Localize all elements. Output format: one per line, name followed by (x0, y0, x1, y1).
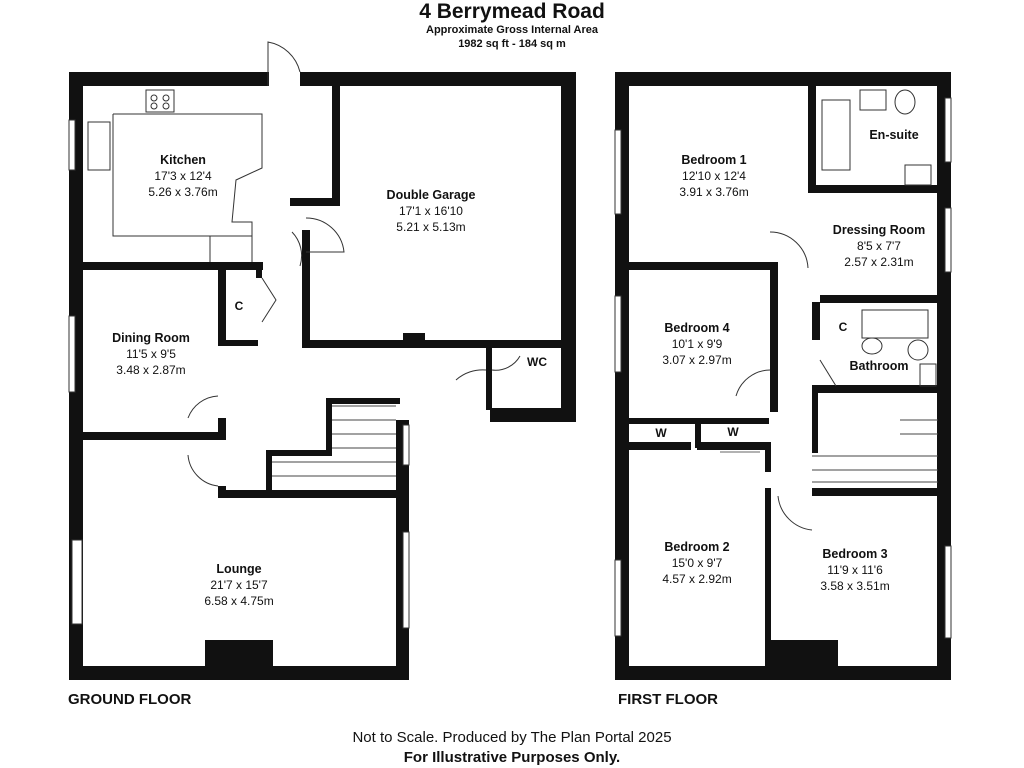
room-imperial: 21'7 x 15'7 (210, 578, 268, 592)
room-metric: 6.58 x 4.75m (204, 594, 274, 608)
room-name: Lounge (216, 562, 262, 576)
room-lounge: Lounge 21'7 x 15'7 6.58 x 4.75m (204, 561, 273, 609)
room-metric: 2.57 x 2.31m (844, 255, 914, 269)
room-imperial: 17'3 x 12'4 (154, 169, 212, 183)
room-metric: 5.26 x 3.76m (148, 185, 218, 199)
room-bedroom-3: Bedroom 3 11'9 x 11'6 3.58 x 3.51m (820, 546, 889, 594)
room-dressing: Dressing Room 8'5 x 7'7 2.57 x 2.31m (833, 222, 925, 270)
room-metric: 4.57 x 2.92m (662, 572, 732, 586)
wardrobe-tag: W (655, 426, 667, 440)
cupboard-tag: C (234, 299, 244, 313)
ground-floor-label: GROUND FLOOR (68, 691, 192, 708)
room-imperial: 10'1 x 9'9 (671, 337, 723, 351)
room-imperial: 12'10 x 12'4 (682, 169, 746, 183)
room-name: Double Garage (386, 188, 476, 202)
room-bathroom: Bathroom (849, 358, 908, 374)
room-name: Dining Room (112, 331, 190, 345)
room-name: Bedroom 4 (664, 321, 730, 335)
cupboard-tag: C (838, 320, 848, 334)
room-metric: 3.58 x 3.51m (820, 579, 890, 593)
room-dining: Dining Room 11'5 x 9'5 3.48 x 2.87m (112, 330, 190, 378)
room-imperial: 11'5 x 9'5 (126, 347, 176, 361)
room-metric: 3.07 x 2.97m (662, 353, 732, 367)
room-imperial: 11'9 x 11'6 (827, 563, 883, 577)
room-metric: 3.48 x 2.87m (116, 363, 186, 377)
wc-tag: WC (527, 355, 547, 369)
footer-credit: Not to Scale. Produced by The Plan Porta… (352, 729, 672, 746)
footer-disclaimer: For Illustrative Purposes Only. (403, 749, 621, 766)
wardrobe-tag: W (727, 425, 739, 439)
room-kitchen: Kitchen 17'3 x 12'4 5.26 x 3.76m (148, 152, 217, 200)
room-ensuite: En-suite (869, 127, 918, 143)
room-name: Kitchen (160, 153, 206, 167)
area-label: Approximate Gross Internal Area (426, 24, 598, 36)
room-bedroom-2: Bedroom 2 15'0 x 9'7 4.57 x 2.92m (662, 539, 731, 587)
room-name: Bedroom 1 (681, 153, 747, 167)
room-imperial: 8'5 x 7'7 (857, 239, 901, 253)
room-bedroom-1: Bedroom 1 12'10 x 12'4 3.91 x 3.76m (679, 152, 748, 200)
room-name: Bedroom 3 (822, 547, 888, 561)
fixtures (68, 41, 952, 639)
first-floor-walls (615, 72, 951, 680)
area-value: 1982 sq ft - 184 sq m (458, 38, 566, 50)
room-imperial: 15'0 x 9'7 (671, 556, 723, 570)
room-name: En-suite (869, 128, 919, 142)
property-title: 4 Berrymead Road (419, 0, 605, 23)
room-double-garage: Double Garage 17'1 x 16'10 5.21 x 5.13m (387, 187, 476, 235)
room-metric: 3.91 x 3.76m (679, 185, 749, 199)
room-name: Bathroom (849, 359, 909, 373)
room-name: Dressing Room (832, 223, 926, 237)
room-name: Bedroom 2 (664, 540, 730, 554)
room-bedroom-4: Bedroom 4 10'1 x 9'9 3.07 x 2.97m (662, 320, 731, 368)
room-metric: 5.21 x 5.13m (396, 220, 466, 234)
first-floor-label: FIRST FLOOR (618, 691, 718, 708)
room-imperial: 17'1 x 16'10 (399, 204, 463, 218)
